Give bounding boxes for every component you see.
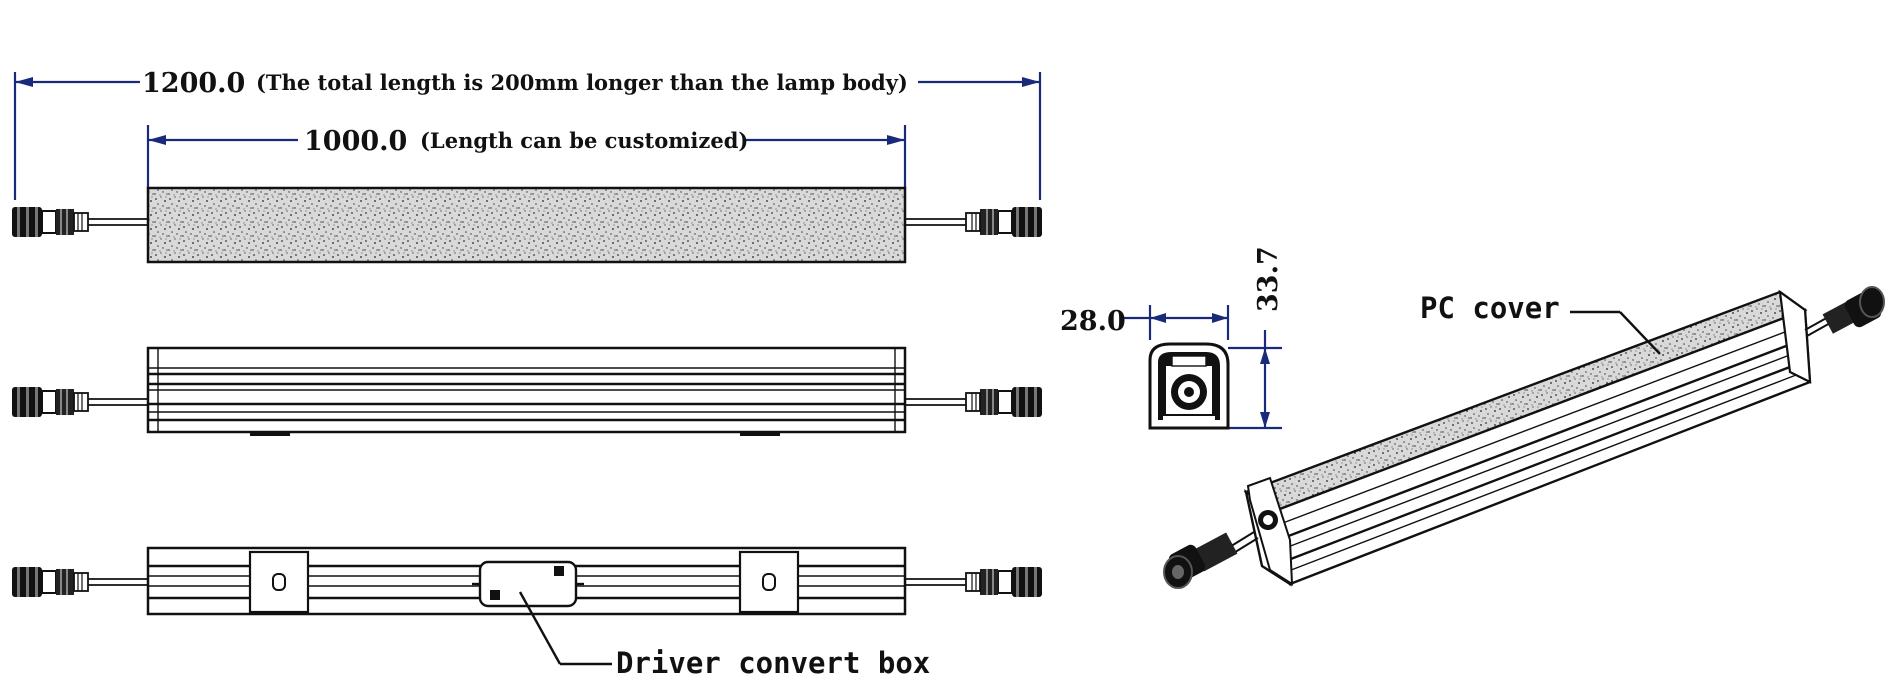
cross-section-view: 28.0 33.7 <box>1060 246 1284 430</box>
iso-connector-left <box>1163 531 1259 589</box>
side-view-lamp <box>11 346 1043 436</box>
total-length-dimension: 1200.0 (The total length is 200mm longer… <box>13 68 1042 200</box>
total-length-note: (The total length is 200mm longer than t… <box>256 70 908 95</box>
pc-cover-label: PC cover <box>1420 291 1560 325</box>
body-length-note: (Length can be customized) <box>420 128 748 153</box>
width-value: 28.0 <box>1060 306 1126 337</box>
driver-label-callout: Driver convert box <box>518 591 930 680</box>
height-value: 33.7 <box>1253 246 1284 312</box>
pc-cover-callout: PC cover <box>1420 291 1661 355</box>
iso-connector-right <box>1804 286 1885 337</box>
body-length-value: 1000.0 <box>304 126 407 157</box>
isometric-lamp-view <box>1163 286 1885 589</box>
driver-label: Driver convert box <box>616 646 930 680</box>
total-length-value: 1200.0 <box>142 68 245 99</box>
body-length-dimension: 1000.0 (Length can be customized) <box>146 125 907 188</box>
top-view-lamp <box>11 186 1043 264</box>
